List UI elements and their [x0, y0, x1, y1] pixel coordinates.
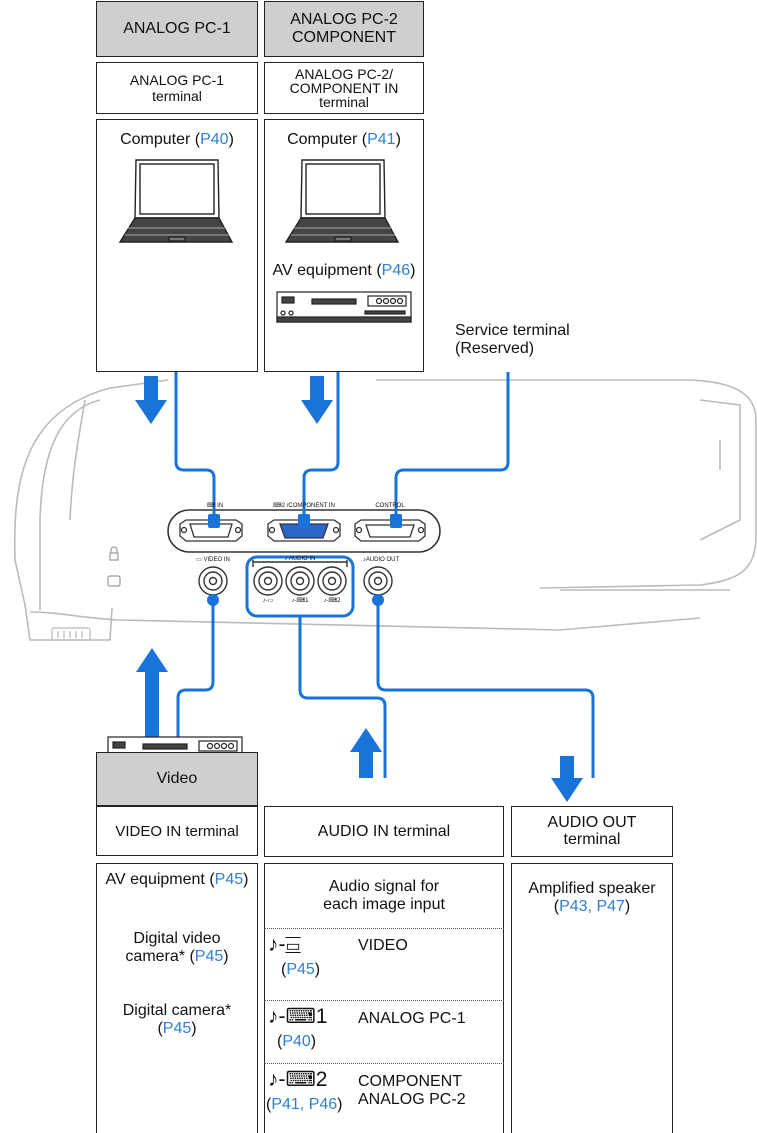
projector-feet	[51, 627, 91, 641]
audio-out-devices-box	[511, 863, 673, 1133]
analog-pc2-terminal-box: ANALOG PC-2/ COMPONENT IN terminal	[264, 62, 424, 114]
arrow-down-audio-out	[551, 756, 583, 802]
video-in-terminal-box: VIDEO IN terminal	[96, 806, 258, 856]
audio-ref-pc2: (P41, P46)	[266, 1096, 343, 1113]
audio-ref-link[interactable]: P40	[282, 1033, 311, 1050]
audio-label-pc1: ANALOG PC-1	[358, 1010, 466, 1027]
audio-label-pc2: COMPONENT ANALOG PC-2	[358, 1073, 466, 1108]
speaker-ref-link[interactable]: P43, P47	[559, 897, 625, 915]
cable-plugs	[207, 514, 402, 606]
dc-ref-link[interactable]: P45	[162, 1019, 192, 1037]
av-equipment-icon	[276, 291, 412, 323]
analog-pc2-header: ANALOG PC-2 COMPONENT	[264, 1, 424, 57]
cables	[174, 372, 595, 778]
pc2-component-in-label: ⌨2 /COMPONENT IN	[273, 503, 335, 509]
flow-arrows	[135, 376, 583, 802]
audio-symbol-pc1: ♪-⌨1	[268, 1005, 328, 1028]
audio-out-terminal-box: AUDIO OUT terminal	[511, 806, 673, 857]
digital-video-camera-label: Digital video camera* (P45)	[125, 930, 229, 965]
cable-audio-in	[298, 616, 387, 778]
audio-out-label: ♪AUDIO OUT	[362, 557, 400, 563]
arrow-down-pc2	[301, 376, 333, 424]
cable-service	[394, 372, 510, 520]
laptop-icon	[284, 159, 400, 243]
video-devices-box	[96, 863, 258, 1133]
laptop-icon	[118, 159, 234, 243]
audio-ref-pc1: (P40)	[277, 1033, 317, 1050]
vga-port-pc2	[267, 519, 341, 542]
arrow-up-audio-in	[350, 728, 382, 778]
video-header: Video	[96, 752, 258, 806]
audio-in-highlight	[245, 555, 355, 618]
digital-camera-label: Digital camera* (P45)	[122, 1002, 232, 1037]
analog-pc1-header: ANALOG PC-1	[96, 1, 258, 57]
control-label: CONTROL	[375, 503, 405, 509]
pc2-computer-label: Computer (P41)	[287, 131, 401, 148]
audio-ref-video: (P45)	[281, 961, 321, 978]
audio-in-label: ♪ AUDIO IN	[284, 556, 316, 562]
vga-port-pc1	[179, 519, 243, 542]
service-terminal-label: Service terminal (Reserved)	[455, 322, 570, 357]
video-av-label: AV equipment (P45)	[105, 871, 249, 888]
projector-body	[13, 379, 757, 641]
lock-icon	[107, 546, 121, 587]
pc2-ref-link[interactable]: P41	[367, 131, 396, 148]
pc2-av-equipment-label: AV equipment (P46)	[272, 262, 416, 279]
cable-video	[176, 598, 215, 778]
audio-symbol-video: ♪-▭	[268, 933, 301, 956]
audio-ref-link[interactable]: P45	[286, 961, 315, 978]
dv-ref-link[interactable]: P45	[194, 947, 224, 965]
arrow-down-pc1	[135, 376, 167, 424]
analog-pc1-terminal-box: ANALOG PC-1 terminal	[96, 62, 258, 114]
cable-pc1	[174, 372, 216, 520]
divider	[264, 1000, 504, 1001]
cable-audio-out	[376, 598, 595, 778]
cable-pc2	[302, 372, 340, 520]
pc1-computer-label: Computer (P40)	[120, 131, 234, 148]
jack-label-video: ♪-▭	[262, 598, 274, 604]
audio-in-terminal-box: AUDIO IN terminal	[264, 806, 504, 857]
audio-symbol-pc2: ♪-⌨2	[268, 1068, 328, 1091]
pc1-ref-link[interactable]: P40	[200, 131, 229, 148]
audio-signal-description: Audio signal for each image input	[323, 878, 445, 913]
audio-label-video: VIDEO	[358, 937, 408, 954]
arrow-up-video	[136, 648, 168, 778]
divider	[264, 928, 504, 929]
audio-in-devices-box	[264, 863, 504, 1133]
audio-ref-link[interactable]: P41, P46	[271, 1096, 338, 1113]
rca-jacks	[198, 560, 393, 596]
divider	[264, 1063, 504, 1064]
jack-label-pc2: ♪-⌨2	[323, 598, 341, 604]
amplified-speaker-label: Amplified speaker (P43, P47)	[528, 880, 656, 915]
pc2-av-ref-link[interactable]: P46	[381, 262, 411, 279]
pc1-in-label: ⌨ IN	[206, 503, 224, 509]
jack-label-pc1: ♪-⌨1	[291, 598, 309, 604]
video-av-ref-link[interactable]: P45	[214, 871, 244, 888]
video-in-label: ▭ VIDEO IN	[196, 557, 230, 563]
